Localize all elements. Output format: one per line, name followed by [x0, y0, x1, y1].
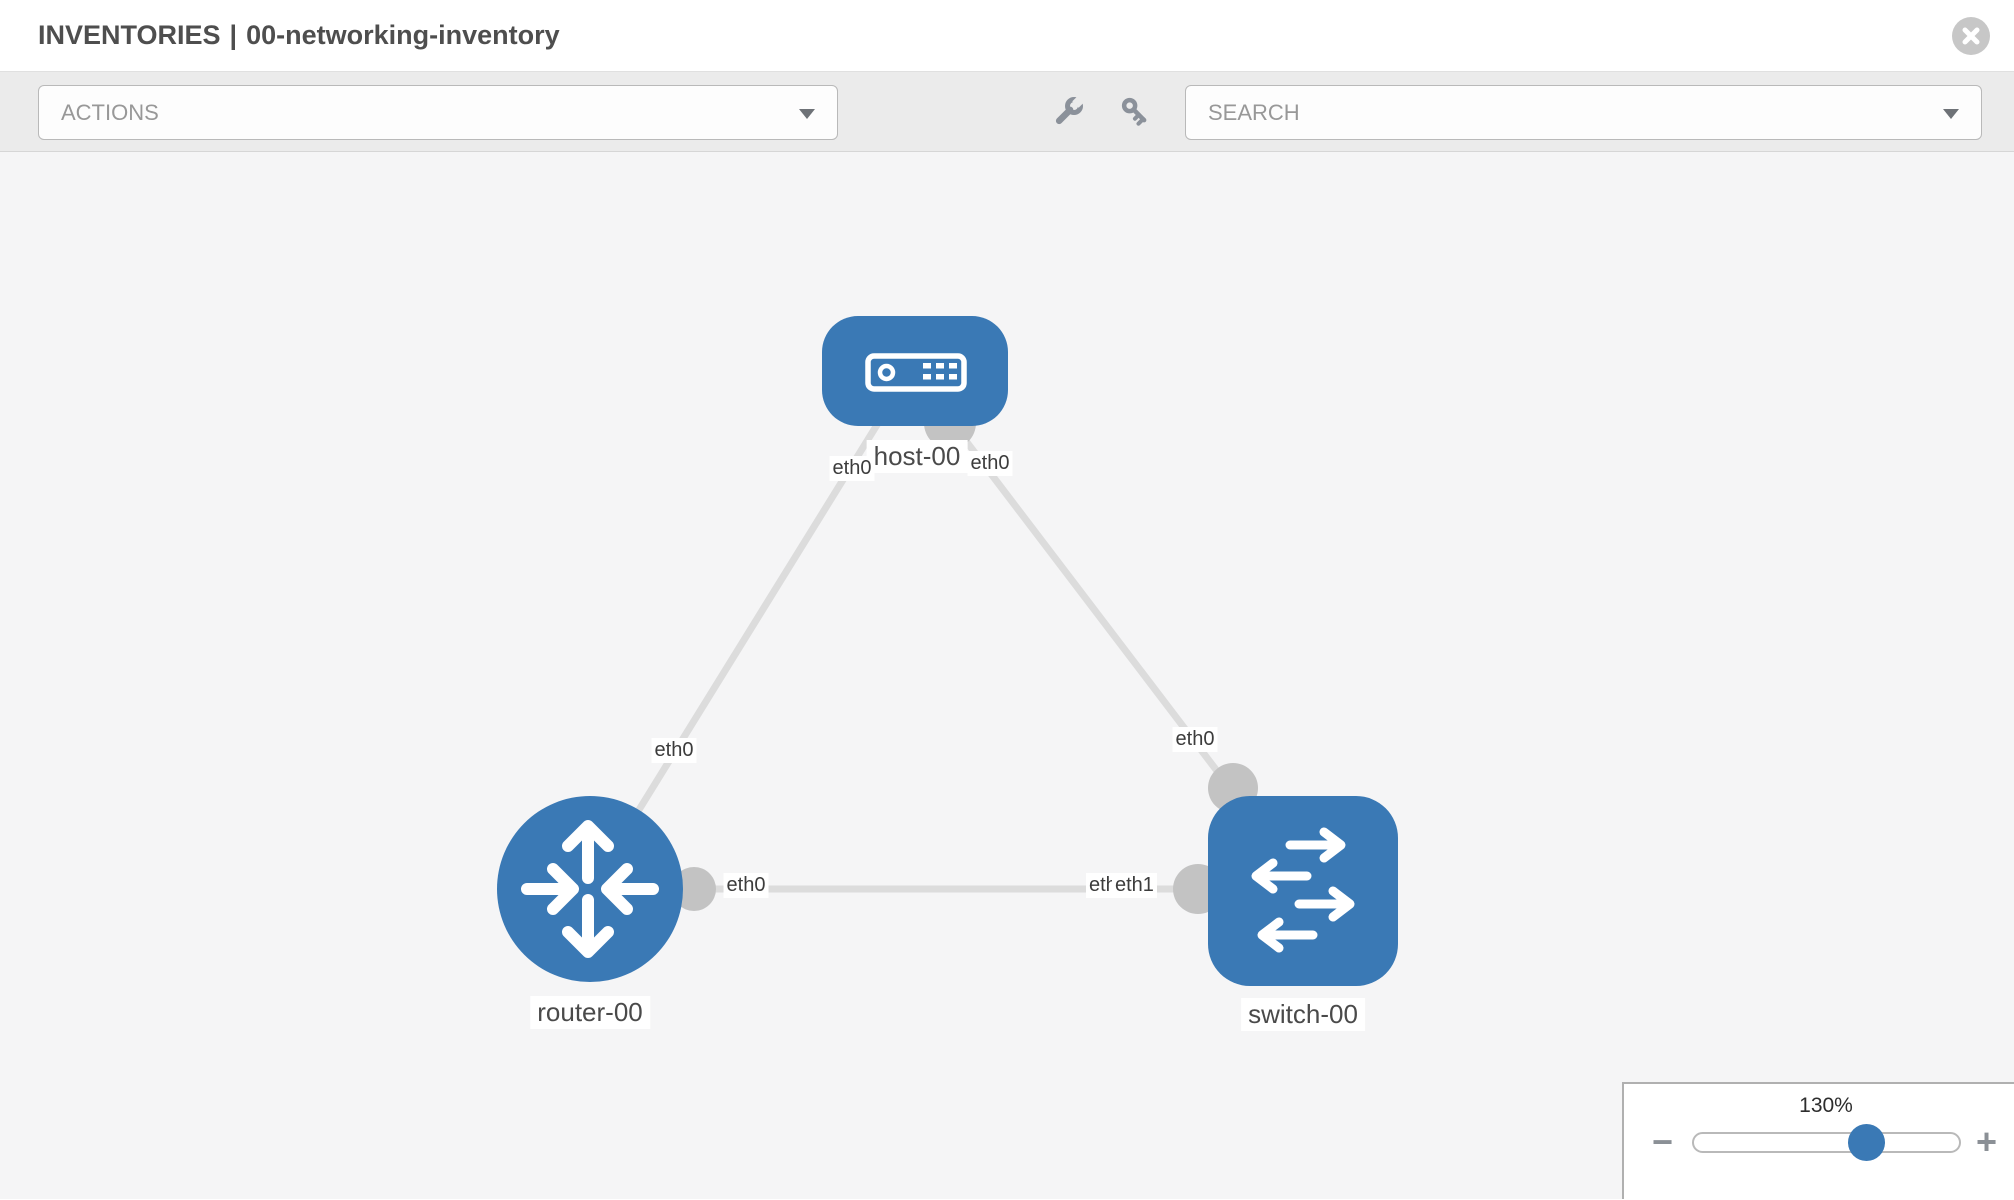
zoom-out-button[interactable]: − — [1652, 1121, 1674, 1162]
port-label-host-right: eth0 — [967, 451, 1013, 476]
zoom-slider-track[interactable] — [1692, 1132, 1961, 1153]
port-label-router-right: eth0 — [723, 873, 769, 898]
actions-dropdown-label: ACTIONS — [61, 99, 159, 125]
inventory-name: 00-networking-inventory — [246, 20, 560, 50]
port-label-host-left: eth0 — [829, 456, 875, 481]
actions-dropdown[interactable]: ACTIONS — [38, 85, 838, 140]
node-host-00[interactable] — [822, 316, 1008, 426]
header: INVENTORIES | 00-networking-inventory — [0, 0, 2014, 72]
search-dropdown-label: SEARCH — [1208, 99, 1300, 125]
node-switch-00[interactable] — [1208, 796, 1398, 986]
host-icon — [865, 353, 967, 392]
port-label-switch-left: eth1 — [1112, 873, 1157, 898]
close-button[interactable] — [1952, 17, 1990, 55]
router-icon — [521, 820, 659, 958]
chevron-down-icon — [1943, 109, 1959, 119]
zoom-in-button[interactable]: + — [1976, 1121, 1998, 1162]
page-title: INVENTORIES | 00-networking-inventory — [38, 20, 560, 51]
key-icon[interactable] — [1119, 95, 1153, 129]
breadcrumb-section: INVENTORIES — [38, 20, 221, 50]
port-label-host-switch-link: eth0 — [1172, 727, 1218, 752]
port-dot-router-right — [672, 867, 716, 911]
breadcrumb-separator: | — [229, 20, 238, 50]
wrench-icon[interactable] — [1051, 95, 1085, 129]
node-label-switch: switch-00 — [1241, 998, 1365, 1031]
topology-links — [587, 397, 1303, 914]
topology-canvas[interactable]: host-00 router-00 switch-00 eth0 eth0 et… — [0, 152, 2014, 1199]
node-label-host: host-00 — [866, 440, 968, 473]
close-icon — [1962, 27, 1980, 45]
search-dropdown[interactable]: SEARCH — [1185, 85, 1982, 140]
zoom-level: 130% — [1799, 1094, 1853, 1117]
port-label-router-host-link: eth0 — [651, 738, 697, 763]
chevron-down-icon — [799, 109, 815, 119]
node-label-router: router-00 — [530, 996, 650, 1029]
zoom-panel: 130% − + — [1622, 1082, 2014, 1199]
toolbar: ACTIONS SEARCH — [0, 72, 2014, 152]
zoom-slider-thumb[interactable] — [1848, 1124, 1885, 1161]
switch-icon — [1251, 827, 1355, 953]
node-router-00[interactable] — [497, 796, 683, 982]
